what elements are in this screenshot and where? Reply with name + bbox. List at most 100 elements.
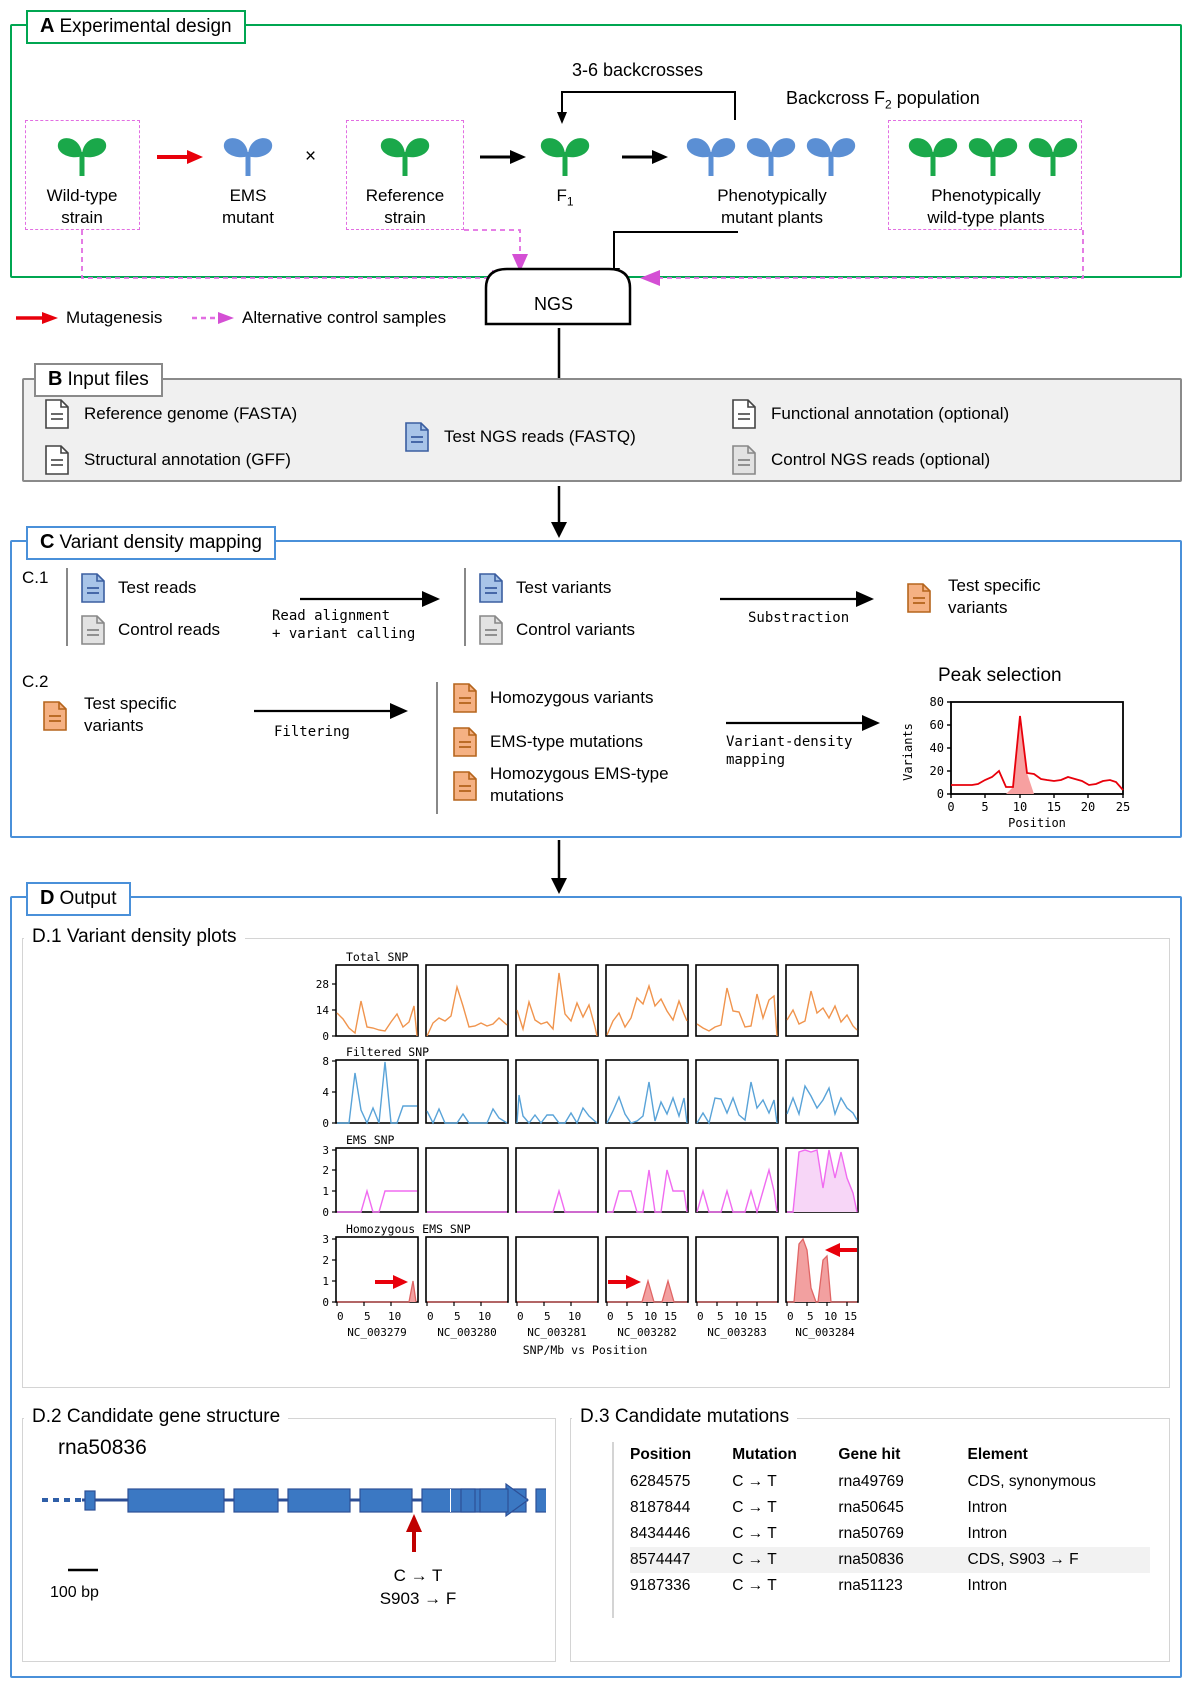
peak-selection-chart: Variants 80 60 40 20 0 0 5 10 15 20 25 P… — [901, 695, 1130, 830]
dashed-box-wild-type — [25, 120, 140, 230]
seedling-icon-f1 — [540, 138, 590, 176]
svg-text:Position: Position — [1008, 816, 1066, 830]
svg-text:8: 8 — [322, 1055, 329, 1068]
col-header-mutation: Mutation — [732, 1446, 797, 1463]
svg-text:1: 1 — [322, 1275, 329, 1288]
divider-c1-left — [66, 568, 68, 646]
scale-bar-label: 100 bp — [50, 1584, 99, 1601]
arrow-to-mutant-plants — [622, 150, 668, 164]
svg-text:Filtered SNP: Filtered SNP — [346, 1045, 429, 1059]
arrow-filtering — [254, 703, 408, 719]
table-row: 8434446 C → T rna50769 Intron — [630, 1521, 1150, 1547]
svg-text:Total SNP: Total SNP — [346, 950, 408, 964]
d1-label: D.1 Variant density plots — [24, 926, 245, 948]
svg-text:Homozygous EMS SNP: Homozygous EMS SNP — [346, 1222, 471, 1236]
col-header-element: Element — [967, 1446, 1028, 1463]
label-reference-genome: Reference genome (FASTA) — [84, 404, 298, 423]
cell-gene-hit: rna50769 — [838, 1525, 904, 1542]
svg-text:60: 60 — [930, 718, 944, 732]
cross-symbol: × — [305, 146, 317, 167]
cell-element: Intron — [967, 1525, 1008, 1542]
label-phenotypically-mutant-plants: Phenotypically mutant plants — [670, 186, 874, 228]
label-substraction: Substraction — [748, 610, 850, 626]
svg-text:0: 0 — [787, 1310, 794, 1323]
dashed-box-wildtype-plants — [888, 120, 1082, 230]
label-line2: mutant plants — [720, 208, 824, 227]
cell-position: 9187336 — [630, 1577, 691, 1594]
table-row: 6284575 C → T rna49769 CDS, synonymous — [630, 1469, 1150, 1495]
svg-text:0: 0 — [937, 787, 944, 801]
label-line2: variants — [948, 598, 1008, 617]
svg-text:10: 10 — [644, 1310, 657, 1323]
svg-text:15: 15 — [664, 1310, 677, 1323]
d3-label: D.3 Candidate mutations — [572, 1406, 798, 1428]
label-ems-type-mutations: EMS-type mutations — [490, 732, 644, 751]
svg-text:0: 0 — [697, 1310, 704, 1323]
label-test-specific-variants-input: Test specific variants — [84, 694, 177, 736]
file-icon-homozygous-ems-type-mutations — [453, 771, 477, 801]
label-line1: Test specific — [948, 576, 1041, 595]
svg-text:10: 10 — [824, 1310, 837, 1323]
cell-element: CDS, synonymous — [967, 1473, 1096, 1490]
cell-position: 8574447 — [630, 1551, 691, 1568]
label-line2: mutant — [222, 208, 274, 227]
arrow-to-f1 — [480, 150, 526, 164]
legend-control-label: Alternative control samples — [242, 308, 447, 327]
legend-mutagenesis-arrow — [16, 312, 58, 324]
svg-text:28: 28 — [316, 978, 329, 991]
svg-text:5: 5 — [807, 1310, 814, 1323]
peak-selection-title: Peak selection — [938, 665, 1062, 686]
label-line1: Reference — [365, 186, 445, 205]
label-test-reads: Test reads — [118, 578, 197, 597]
label-structural-annotation: Structural annotation (GFF) — [84, 450, 291, 469]
backcross-bracket — [557, 91, 736, 124]
table-row: 9187336 C → T rna51123 Intron — [630, 1573, 1150, 1599]
arrow-mutagenesis — [157, 150, 203, 164]
svg-text:5: 5 — [454, 1310, 461, 1323]
label-wild-type-strain: Wild-type strain — [32, 186, 132, 228]
subframe-d1 — [22, 938, 1170, 1388]
variant-density-plots-grid: Total SNP 28 14 0 Filtered SNP 8 4 0 — [316, 950, 859, 1357]
label-control-variants: Control variants — [516, 620, 636, 639]
seedling-icon-ems-mutant — [223, 138, 273, 176]
file-icon-test-specific-variants-input — [43, 701, 67, 731]
svg-text:5: 5 — [717, 1310, 724, 1323]
svg-text:10: 10 — [478, 1310, 491, 1323]
panel-variant-density-mapping — [10, 540, 1182, 838]
svg-text:14: 14 — [316, 1004, 330, 1017]
annotation-arrow-nc003284 — [825, 1243, 857, 1257]
svg-text:NC_003284: NC_003284 — [795, 1326, 855, 1339]
svg-text:NC_003281: NC_003281 — [527, 1326, 587, 1339]
file-icon-ems-type-mutations — [453, 727, 477, 757]
seedling-icon-mutant-1 — [686, 138, 736, 176]
svg-text:0: 0 — [322, 1296, 329, 1309]
panel-output — [10, 896, 1182, 1678]
label-phenotypically-wild-type-plants: Phenotypically wild-type plants — [886, 186, 1086, 228]
label-line1: Phenotypically — [717, 186, 827, 205]
label-reference-strain: Reference strain — [351, 186, 459, 228]
table-header-row: Position Mutation Gene hit Element — [630, 1442, 1150, 1469]
svg-text:80: 80 — [930, 695, 944, 709]
label-homozygous-ems-type-mutations: Homozygous EMS-type mutations — [490, 764, 669, 806]
svg-text:5: 5 — [627, 1310, 634, 1323]
seedling-icon-wild-type — [57, 138, 107, 176]
gene-structure-diagram — [42, 1482, 546, 1572]
file-icon-control-variants — [479, 615, 503, 645]
subframe-d2 — [22, 1418, 556, 1662]
ngs-box — [484, 267, 632, 326]
svg-text:0: 0 — [947, 800, 954, 814]
label-line2: wild-type plants — [927, 208, 1045, 227]
cell-element: CDS, S903 → F — [967, 1551, 1079, 1568]
file-icon-functional-annotation — [732, 399, 756, 429]
svg-text:0: 0 — [337, 1310, 344, 1323]
panel-A-letter: A — [40, 15, 55, 37]
file-icon-homozygous-variants — [453, 683, 477, 713]
legend-mutagenesis-label: Mutagenesis — [66, 308, 163, 327]
panel-C-title: Variant density mapping — [59, 532, 262, 553]
gene-name-label: rna50836 — [58, 1436, 147, 1459]
label-line2: strain — [384, 208, 426, 227]
legend-control-arrow — [192, 312, 234, 324]
label-ems-mutant: EMS mutant — [198, 186, 298, 228]
